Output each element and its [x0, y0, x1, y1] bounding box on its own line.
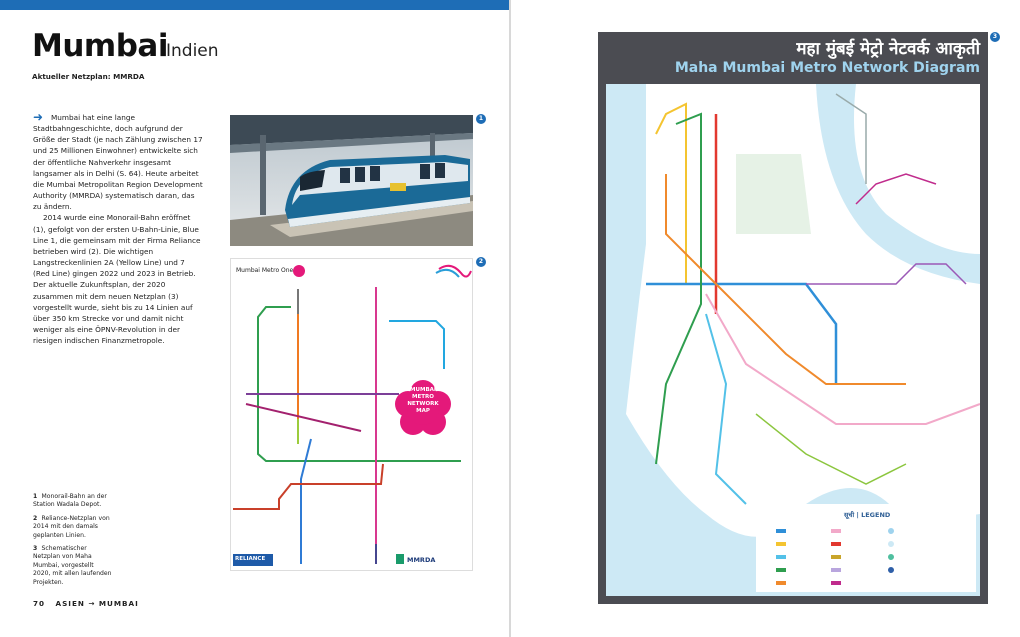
- arrow-right-icon: ➜: [33, 110, 44, 124]
- caption-1: 1 Monorail-Bahn an der Station Wadala De…: [33, 493, 107, 509]
- metro-line-yellow: [655, 102, 687, 284]
- page-gutter: [509, 0, 511, 637]
- legend-swatches: [776, 528, 894, 585]
- metro-line-red: [233, 463, 384, 510]
- metro-line-blue: [300, 438, 312, 564]
- paragraph: 2014 wurde eine Monorail-Bahn eröffnet (…: [33, 213, 201, 346]
- legend-title: सूची | LEGEND: [844, 511, 891, 519]
- flower-text: METRO: [412, 394, 434, 400]
- metro-line-lightgreen: [755, 413, 907, 485]
- metro-one-logo-icon: [293, 265, 305, 277]
- monorail-photo: [230, 115, 473, 246]
- metro-line-grey: [835, 93, 867, 184]
- metro-line-blue: [646, 282, 838, 384]
- metro-line-green: [655, 112, 702, 465]
- figure-badge: 2: [476, 257, 486, 267]
- page-footer: 70 ASIEN → MUMBAI: [33, 599, 139, 608]
- reliance-metro-map: Mumbai Metro One MUMBAI METRO NE: [230, 258, 473, 571]
- map-title: Mumbai Metro One: [236, 267, 294, 274]
- metro-line-orange: [665, 174, 906, 385]
- body-text: ➜Mumbai hat eine lange Stadtbahngeschich…: [33, 110, 203, 346]
- flower-badge: [395, 380, 451, 435]
- reliance-logo: RELIANCE: [235, 556, 266, 562]
- kicker: Aktueller Netzplan: MMRDA: [32, 72, 145, 81]
- metro-line-magenta: [855, 173, 937, 205]
- caption-3: 3 Schematischer Netzplan von Maha Mumbai…: [33, 545, 112, 586]
- flower-text: MUMBAI: [410, 387, 436, 393]
- page-title: Mumbai: [32, 28, 168, 64]
- captions: 1 Monorail-Bahn an der Station Wadala De…: [33, 493, 113, 592]
- maha-mumbai-metro-map: महा मुंबई मेट्रो नेटवर्क आकृती Maha Mumb…: [598, 32, 988, 604]
- metro-line-magenta: [245, 403, 362, 432]
- figure-badge: 3: [990, 32, 1000, 42]
- section-color-bar: [0, 0, 510, 10]
- section-label: ASIEN → MUMBAI: [55, 599, 139, 608]
- metro-line-cyan: [389, 320, 445, 369]
- figure-badge: 1: [476, 114, 486, 124]
- paragraph: ➜Mumbai hat eine lange Stadtbahngeschich…: [33, 110, 203, 212]
- map-title-english: Maha Mumbai Metro Network Diagram: [674, 60, 980, 76]
- flower-text: NETWORK: [407, 401, 439, 407]
- page-number: 70: [33, 599, 46, 608]
- left-page: Mumbai Indien Aktueller Netzplan: MMRDA …: [0, 0, 510, 608]
- map-title-hindi: महा मुंबई मेट्रो नेटवर्क आकृती: [796, 39, 980, 59]
- flower-text: MAP: [416, 408, 430, 414]
- metro-line-purple: [806, 263, 967, 285]
- metro-line-cyan: [705, 313, 747, 505]
- metro-line-green: [257, 306, 461, 462]
- page-subtitle: Indien: [166, 41, 219, 61]
- caption-2: 2 Reliance-Netzplan von 2014 mit den dam…: [33, 514, 110, 539]
- metro-line-pink: [705, 293, 980, 425]
- mmrda-logo: MMRDA: [407, 556, 436, 564]
- legend-box: [756, 504, 976, 592]
